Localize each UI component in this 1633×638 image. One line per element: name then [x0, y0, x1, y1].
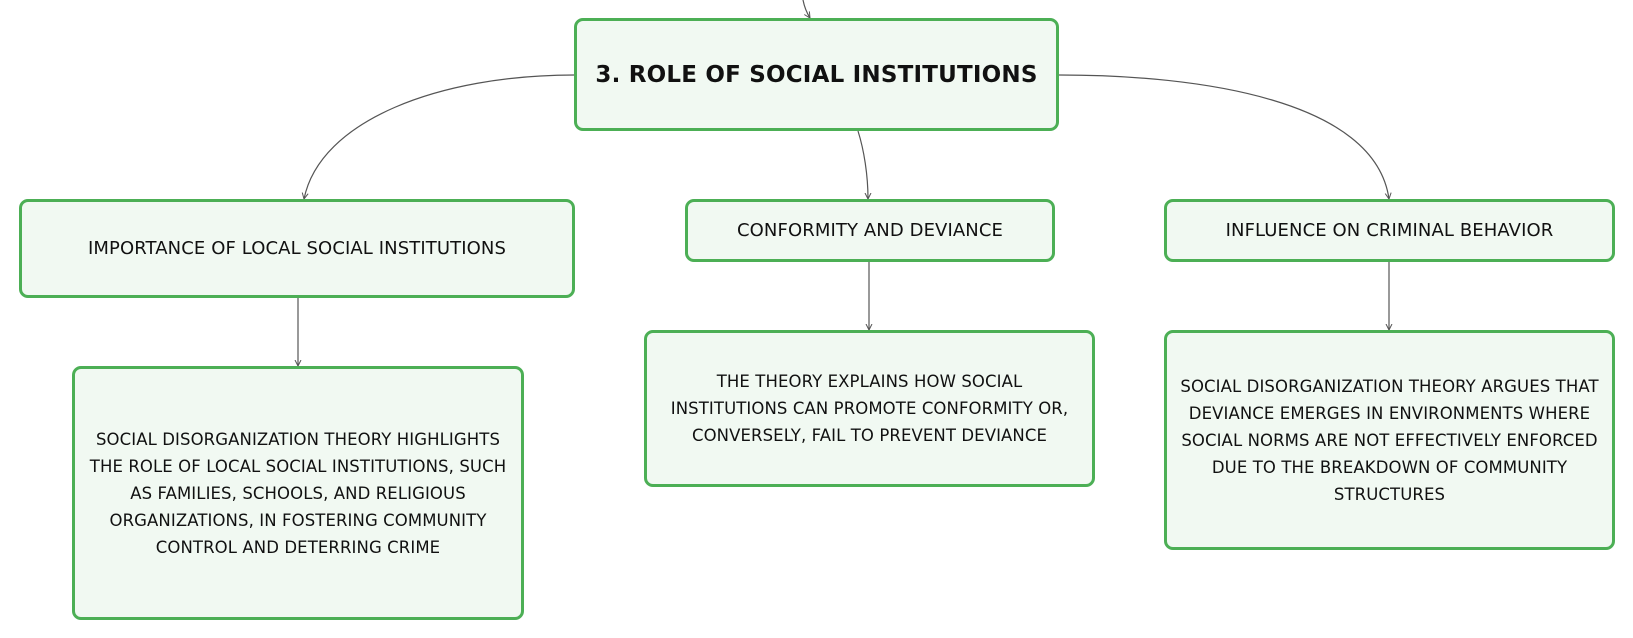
topic-node-conformity-deviance[interactable]: CONFORMITY AND DEVIANCE: [685, 199, 1055, 262]
connector-root-to-criminal: [1058, 74, 1389, 199]
detail-node-conformity-deviance[interactable]: THE THEORY EXPLAINS HOW SOCIAL INSTITUTI…: [644, 330, 1095, 487]
topic-label-local-institutions: IMPORTANCE OF LOCAL SOCIAL INSTITUTIONS: [88, 238, 506, 259]
topic-node-criminal-behavior[interactable]: INFLUENCE ON CRIMINAL BEHAVIOR: [1164, 199, 1615, 262]
detail-node-local-institutions[interactable]: SOCIAL DISORGANIZATION THEORY HIGHLIGHTS…: [72, 366, 524, 620]
topic-label-conformity-deviance: CONFORMITY AND DEVIANCE: [736, 220, 1003, 241]
detail-text-criminal-behavior: SOCIAL DISORGANIZATION THEORY ARGUES THA…: [1180, 376, 1599, 504]
root-node-label: 3. ROLE OF SOCIAL INSTITUTIONS: [595, 61, 1038, 88]
connector-root-to-local: [304, 74, 575, 199]
topic-node-local-institutions[interactable]: IMPORTANCE OF LOCAL SOCIAL INSTITUTIONS: [19, 199, 575, 298]
connector-root-to-conformity: [857, 130, 868, 199]
detail-node-criminal-behavior[interactable]: SOCIAL DISORGANIZATION THEORY ARGUES THA…: [1164, 330, 1615, 550]
detail-text-local-institutions: SOCIAL DISORGANIZATION THEORY HIGHLIGHTS…: [89, 429, 507, 557]
root-node[interactable]: 3. ROLE OF SOCIAL INSTITUTIONS: [574, 18, 1059, 131]
detail-text-conformity-deviance: THE THEORY EXPLAINS HOW SOCIAL INSTITUTI…: [670, 372, 1069, 445]
connector-from-parent: [802, 0, 810, 18]
topic-label-criminal-behavior: INFLUENCE ON CRIMINAL BEHAVIOR: [1225, 220, 1554, 241]
